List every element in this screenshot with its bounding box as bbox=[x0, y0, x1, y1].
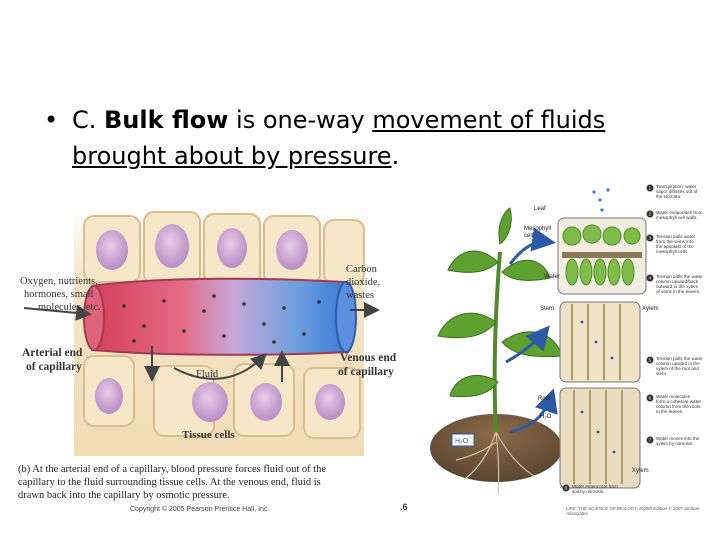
svg-text:5: 5 bbox=[649, 358, 652, 363]
tissue-cells-label: Tissue cells bbox=[182, 429, 235, 441]
svg-text:Water evaporates from: Water evaporates from bbox=[656, 210, 703, 215]
h2o-box bbox=[451, 433, 475, 447]
svg-text:Tension pulls the water: Tension pulls the water bbox=[656, 274, 703, 279]
water-label: Water bbox=[544, 274, 560, 280]
mesophyll-label-2: cell bbox=[524, 233, 533, 239]
oxygen-label-2: hormones, small bbox=[24, 289, 93, 300]
copyright-text: Copyright © 2005 Pearson Prentice Hall, … bbox=[130, 506, 270, 513]
arterial-label-2: of capillary bbox=[26, 361, 82, 373]
svg-text:4: 4 bbox=[649, 276, 652, 281]
step-7: 7 Water moves into the xylem by osmosis. bbox=[646, 436, 700, 446]
svg-text:1: 1 bbox=[649, 186, 652, 191]
step-8: 8 Water enters root from soil by osmosis… bbox=[562, 484, 618, 494]
plant: H₂O bbox=[430, 207, 563, 495]
svg-text:stem.: stem. bbox=[656, 371, 667, 376]
figure-number: .6 bbox=[400, 502, 408, 512]
svg-text:Tension pulls water: Tension pulls water bbox=[656, 234, 696, 239]
roots bbox=[455, 431, 535, 495]
svg-text:7: 7 bbox=[649, 438, 652, 443]
bulk-flow-term: Bulk flow bbox=[104, 106, 229, 134]
svg-text:mesophyll cells.: mesophyll cells. bbox=[656, 249, 688, 254]
venous-label-1: Venous end bbox=[340, 352, 397, 364]
svg-text:Water moves into the: Water moves into the bbox=[656, 436, 700, 441]
h2o-box-label: H₂O bbox=[455, 438, 469, 445]
bullet-prefix: C. bbox=[72, 106, 105, 134]
bullet-dot: • bbox=[44, 106, 59, 134]
plant-leaves bbox=[437, 207, 563, 398]
plant-stem bbox=[492, 251, 502, 433]
oxygen-label-1: Oxygen, nutrients, bbox=[20, 276, 98, 287]
step-6: 6 Water molecules form a cohesive water … bbox=[646, 394, 701, 414]
fluid-label: Fluid bbox=[196, 369, 219, 380]
carbon-label-1: Carbon bbox=[346, 264, 378, 275]
capillary-illustration: Oxygen, nutrients, hormones, small molec… bbox=[20, 206, 397, 456]
capillary-labels: Oxygen, nutrients, hormones, small molec… bbox=[20, 264, 397, 441]
svg-text:3: 3 bbox=[649, 236, 652, 241]
root-section bbox=[559, 387, 641, 489]
carbon-label-3: wastes bbox=[346, 290, 374, 301]
step-5: 5 Tension pulls the water column upward … bbox=[646, 356, 703, 376]
arterial-label-1: Arterial end bbox=[22, 347, 83, 359]
xylem-label-stem: Xylem bbox=[642, 306, 659, 312]
venous-label-2: of capillary bbox=[338, 366, 394, 378]
bullet-suffix: . bbox=[391, 142, 400, 170]
svg-text:xylem of the root and: xylem of the root and bbox=[656, 366, 699, 371]
blue-arrows bbox=[505, 227, 558, 434]
bullet-mid: is one-way bbox=[228, 106, 373, 134]
svg-text:of veins in the leaves.: of veins in the leaves. bbox=[656, 289, 700, 294]
step-1: 1 Transpiration: water vapor diffuses ou… bbox=[646, 184, 698, 199]
svg-text:column upward/back: column upward/back bbox=[656, 279, 699, 284]
step-2: 2 Water evaporates from mesophyll cell w… bbox=[646, 210, 703, 220]
svg-text:6: 6 bbox=[649, 396, 652, 401]
publisher-credit: LIFE: THE SCIENCE OF BIOLOGY, Eighth Edi… bbox=[566, 506, 700, 516]
svg-text:soil by osmosis.: soil by osmosis. bbox=[572, 489, 604, 494]
svg-text:Water enters root from: Water enters root from bbox=[572, 484, 618, 489]
plant-transpiration-illustration: H₂O bbox=[430, 184, 703, 495]
svg-text:vapor diffuses out of: vapor diffuses out of bbox=[656, 189, 698, 194]
carbon-label-2: dioxide, bbox=[346, 277, 380, 288]
root-label: Root bbox=[538, 396, 551, 402]
svg-text:outward in the xylem: outward in the xylem bbox=[656, 284, 698, 289]
step-3: 3 Tension pulls water from the veins int… bbox=[646, 234, 696, 254]
underlined-phrase-2: brought about by pressure bbox=[72, 142, 392, 170]
svg-text:Water molecules: Water molecules bbox=[656, 394, 691, 399]
soil-mound bbox=[430, 414, 562, 482]
svg-text:2: 2 bbox=[649, 212, 652, 217]
svg-text:column upward in the: column upward in the bbox=[656, 361, 700, 366]
flow-arrows bbox=[23, 302, 380, 382]
figure-caption: (b) At the arterial end of a capillary, … bbox=[18, 464, 327, 501]
svg-text:form a cohesive water: form a cohesive water bbox=[656, 399, 701, 404]
svg-text:column from the roots: column from the roots bbox=[656, 404, 701, 409]
stem-label: Stem bbox=[540, 306, 554, 312]
bullet-text: C. Bulk flow is one-way movement of flui… bbox=[72, 102, 662, 174]
svg-text:xylem by osmosis.: xylem by osmosis. bbox=[656, 441, 694, 446]
svg-text:to the leaves.: to the leaves. bbox=[656, 409, 683, 414]
step-4: 4 Tension pulls the water column upward/… bbox=[646, 274, 703, 294]
svg-text:Tension pulls the water: Tension pulls the water bbox=[656, 356, 703, 361]
xylem-label-root: Xylem bbox=[632, 468, 649, 474]
leaf-label: Leaf bbox=[534, 206, 546, 212]
svg-text:from the veins into: from the veins into bbox=[656, 239, 694, 244]
svg-text:mesophyll cell walls.: mesophyll cell walls. bbox=[656, 215, 698, 220]
cell-nuclei-top bbox=[96, 224, 308, 270]
cross-sections bbox=[557, 188, 647, 489]
svg-text:Transpiration: water: Transpiration: water bbox=[656, 184, 697, 189]
svg-text:8: 8 bbox=[565, 486, 568, 491]
step-callouts: 1 Transpiration: water vapor diffuses ou… bbox=[562, 184, 703, 494]
organ-labels: Leaf Mesophyll cell Water Stem Xylem Roo… bbox=[524, 206, 659, 474]
mesophyll-label-1: Mesophyll bbox=[524, 226, 551, 232]
oxygen-label-3: molecules, etc. bbox=[38, 302, 101, 313]
underlined-phrase-1: movement of fluids bbox=[372, 106, 606, 134]
svg-text:the stomata.: the stomata. bbox=[656, 194, 681, 199]
cell-nuclei-bottom bbox=[95, 378, 345, 422]
capillary-vessel bbox=[83, 277, 357, 356]
h2o-label: H₂O bbox=[540, 414, 552, 420]
svg-text:the apoplast of the: the apoplast of the bbox=[656, 244, 694, 249]
